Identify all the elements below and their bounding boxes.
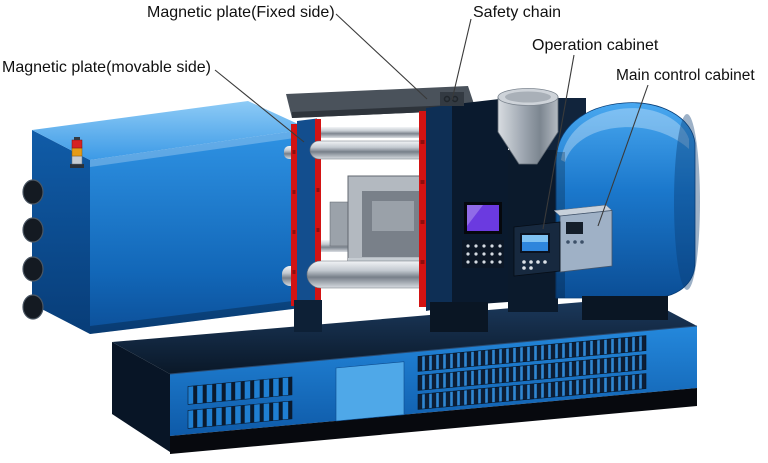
main-cabinet-button bbox=[580, 240, 584, 244]
chain-link bbox=[443, 95, 451, 103]
hopper bbox=[497, 88, 559, 165]
leader-main-control-cabinet bbox=[597, 84, 649, 227]
knob bbox=[22, 294, 44, 320]
magnetic-plate-movable-strip bbox=[291, 124, 297, 306]
leader-safety-chain bbox=[451, 18, 472, 101]
label-magnetic-plate-fixed: Magnetic plate(Fixed side) bbox=[147, 4, 335, 21]
knob bbox=[22, 256, 44, 282]
magnet-bolt-marks-fixed bbox=[420, 140, 425, 264]
operation-cabinet bbox=[513, 221, 561, 277]
tower-red-light bbox=[71, 139, 83, 149]
end-cover-knobs bbox=[22, 179, 44, 320]
leader-operation-cabinet bbox=[542, 54, 575, 230]
hopper-opening bbox=[505, 91, 551, 103]
main-cabinet-button bbox=[573, 240, 577, 244]
label-operation-cabinet: Operation cabinet bbox=[532, 37, 659, 54]
main-control-cabinet bbox=[553, 204, 613, 273]
mold-side-block bbox=[329, 201, 351, 247]
keypad-keys bbox=[466, 244, 502, 264]
base-top-deck bbox=[112, 297, 697, 374]
operation-buttons bbox=[522, 260, 547, 270]
housing-bottom-shade bbox=[90, 299, 309, 334]
column-screen-glare bbox=[467, 205, 483, 226]
main-cabinet-button bbox=[566, 240, 570, 244]
main-cabinet-screen bbox=[566, 222, 583, 234]
label-main-control-cabinet: Main control cabinet bbox=[616, 67, 755, 84]
fixed-platen bbox=[419, 92, 508, 332]
label-safety-chain: Safety chain bbox=[473, 4, 561, 21]
base-bottom-skirt bbox=[170, 388, 697, 454]
knob bbox=[22, 217, 44, 243]
clamping-unit-housing bbox=[22, 101, 309, 334]
movable-platen bbox=[291, 118, 322, 332]
movable-platen-support bbox=[294, 300, 322, 332]
signal-tower-light bbox=[70, 137, 84, 168]
mold-core bbox=[372, 201, 414, 231]
leader-magnetic-plate-fixed bbox=[335, 13, 428, 100]
housing-right-shade bbox=[674, 114, 700, 290]
fixed-platen-support bbox=[430, 302, 488, 332]
housing-top-highlight bbox=[90, 129, 309, 167]
housing-top-sheen bbox=[561, 108, 689, 162]
tower-gray-segment bbox=[71, 155, 83, 165]
base-access-panel bbox=[335, 361, 405, 422]
magnetic-plate-fixed-strip bbox=[419, 111, 426, 307]
tie-bar bbox=[314, 127, 434, 138]
housing-top-face bbox=[32, 101, 309, 160]
housing-left-face bbox=[32, 130, 90, 334]
vent-grille-right bbox=[417, 335, 647, 410]
tower-amber-light bbox=[71, 147, 83, 157]
leader-magnetic-plate-movable bbox=[214, 69, 305, 143]
magnetic-plate-movable-strip2 bbox=[315, 119, 321, 303]
housing-support bbox=[582, 296, 668, 320]
machine-base bbox=[112, 297, 698, 454]
base-left-face bbox=[112, 342, 170, 452]
operation-screen-glare bbox=[522, 235, 548, 242]
label-magnetic-plate-movable: Magnetic plate(movable side) bbox=[2, 59, 211, 76]
fixed-platen-body bbox=[426, 104, 452, 311]
housing-front-face bbox=[90, 129, 309, 334]
tower-cap bbox=[74, 137, 80, 140]
column-screen bbox=[467, 205, 499, 231]
movable-platen-body bbox=[297, 118, 317, 306]
annotations: Magnetic plate(Fixed side) Safety chain … bbox=[2, 4, 755, 230]
knob bbox=[22, 179, 44, 205]
vent-grille-left bbox=[187, 376, 293, 429]
base-front-edge bbox=[169, 325, 698, 375]
tower-base bbox=[70, 164, 84, 168]
